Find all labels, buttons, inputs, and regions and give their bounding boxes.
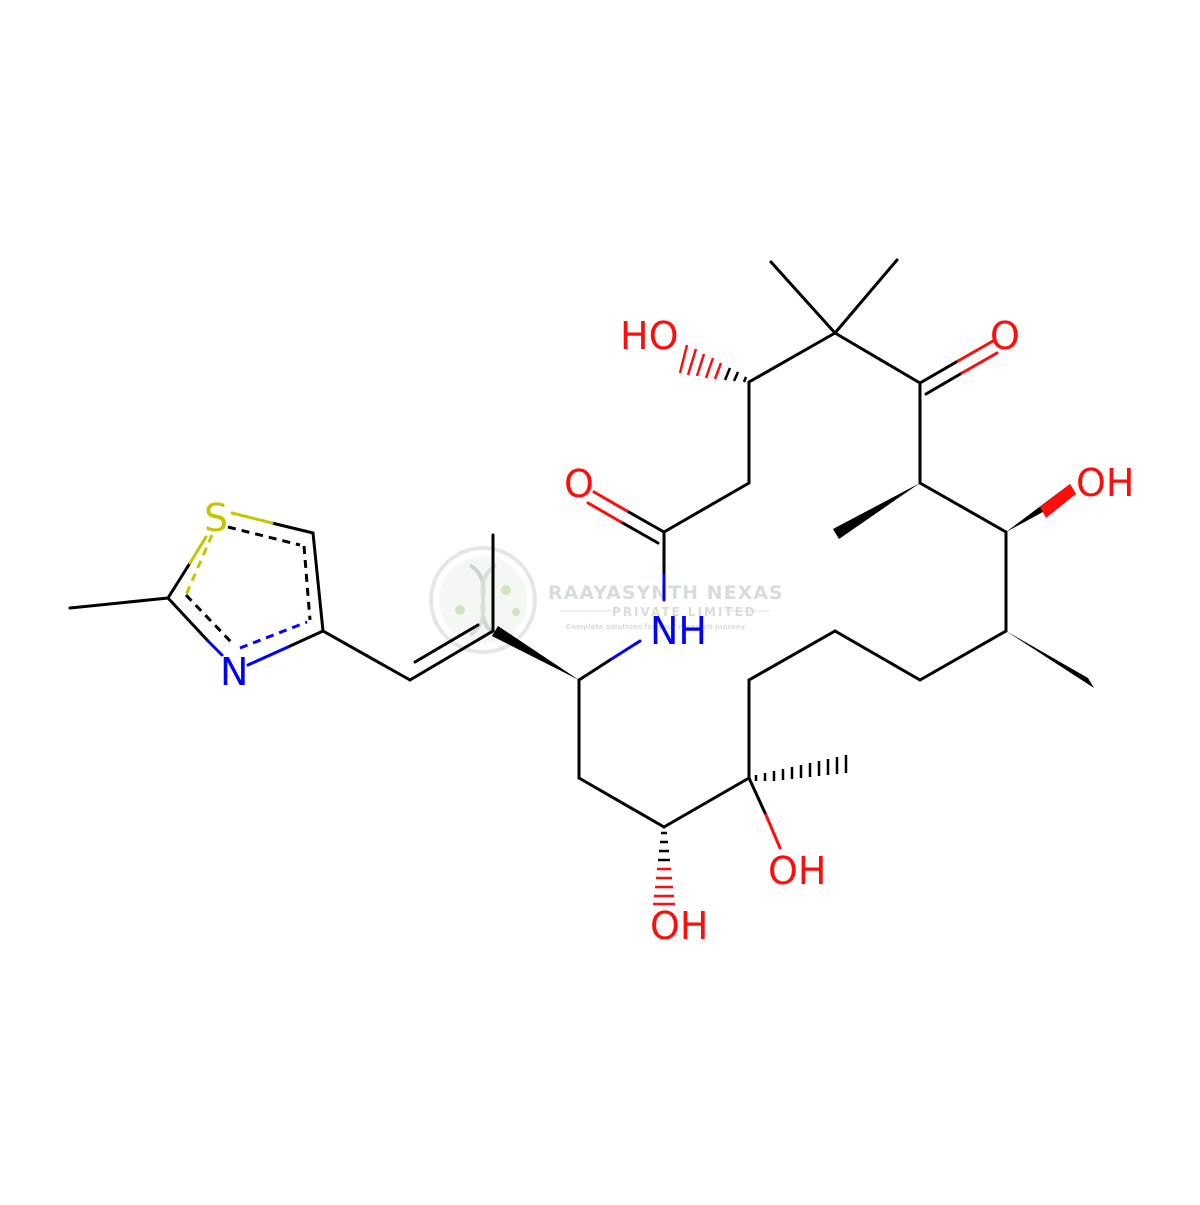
atom-labels: HO O OH O NH OH OH S N bbox=[204, 314, 1134, 948]
bond bbox=[747, 331, 837, 384]
bond-n-segment bbox=[206, 639, 224, 657]
hash-bond-o bbox=[653, 867, 675, 906]
aromatic-bond bbox=[227, 525, 301, 547]
atom-label-oh-bottom-right: OH bbox=[768, 849, 826, 893]
bond bbox=[833, 258, 899, 335]
bond-o-segment bbox=[960, 351, 999, 375]
atom-label-s: S bbox=[204, 496, 228, 540]
wedge-bond bbox=[492, 626, 579, 680]
hash-bond bbox=[658, 831, 670, 862]
watermark-title: RAAYASYNTH NEXAS bbox=[548, 582, 784, 604]
aromatic-bond bbox=[302, 545, 312, 621]
bond-s-segment bbox=[230, 511, 274, 525]
bond bbox=[833, 331, 922, 385]
atom-label-nh: NH bbox=[650, 609, 707, 653]
bond bbox=[166, 596, 210, 643]
wedge-bond bbox=[1006, 631, 1094, 688]
bond bbox=[833, 629, 922, 682]
wedge-bonds bbox=[492, 483, 1094, 688]
hash-bond-o bbox=[678, 344, 723, 380]
bond-n-segment bbox=[246, 645, 290, 667]
double-bonds bbox=[408, 339, 999, 682]
bond bbox=[662, 776, 751, 829]
atom-label-oh-bottom-center: OH bbox=[650, 904, 708, 948]
single-bonds bbox=[68, 258, 1008, 829]
dna-helix-icon bbox=[429, 546, 537, 654]
bond bbox=[619, 520, 660, 545]
atom-label-ho-top: HO bbox=[620, 314, 678, 358]
colored-bond-segments bbox=[188, 511, 782, 850]
bond bbox=[918, 629, 1008, 682]
watermark-tagline: Complete solutions for your research jou… bbox=[566, 623, 746, 631]
atom-label-oh-right: OH bbox=[1076, 461, 1134, 505]
bond bbox=[918, 481, 1008, 534]
hash-bond bbox=[754, 755, 848, 781]
bond bbox=[577, 776, 666, 829]
wedge-bond bbox=[833, 483, 920, 539]
watermark-subtitle: PRIVATE LIMITED bbox=[612, 605, 757, 619]
bond bbox=[413, 623, 480, 664]
bond bbox=[625, 509, 666, 534]
bond bbox=[408, 629, 495, 682]
bond bbox=[924, 371, 964, 396]
aromatic-bond-n bbox=[239, 620, 308, 650]
hash-bonds bbox=[653, 344, 848, 906]
atom-label-n: N bbox=[220, 650, 248, 694]
bond bbox=[321, 629, 412, 682]
atom-label-o-ketone: O bbox=[990, 314, 1020, 358]
bond-s-segment bbox=[188, 535, 208, 565]
atom-label-o-amide: O bbox=[564, 462, 594, 506]
bond bbox=[286, 629, 325, 649]
bond bbox=[68, 596, 170, 610]
wedge-bond-o bbox=[1040, 484, 1076, 518]
bond bbox=[270, 521, 315, 535]
bond-o-segment bbox=[592, 490, 629, 513]
bond bbox=[577, 658, 612, 682]
bond bbox=[769, 260, 837, 335]
hash-bond bbox=[723, 367, 748, 383]
bond-o-segment bbox=[764, 813, 782, 850]
bond bbox=[747, 776, 768, 817]
bond bbox=[918, 359, 960, 385]
bond bbox=[747, 629, 837, 682]
aromatic-bond bbox=[184, 593, 234, 645]
bond bbox=[311, 531, 325, 633]
bond-o-segment bbox=[956, 339, 995, 363]
bond-n-segment bbox=[608, 639, 642, 662]
bond bbox=[662, 481, 751, 534]
aromatic-bond-s bbox=[184, 534, 214, 596]
bond-o-segment bbox=[586, 501, 623, 524]
aromatic-dashes bbox=[184, 525, 312, 650]
bond bbox=[166, 561, 192, 600]
